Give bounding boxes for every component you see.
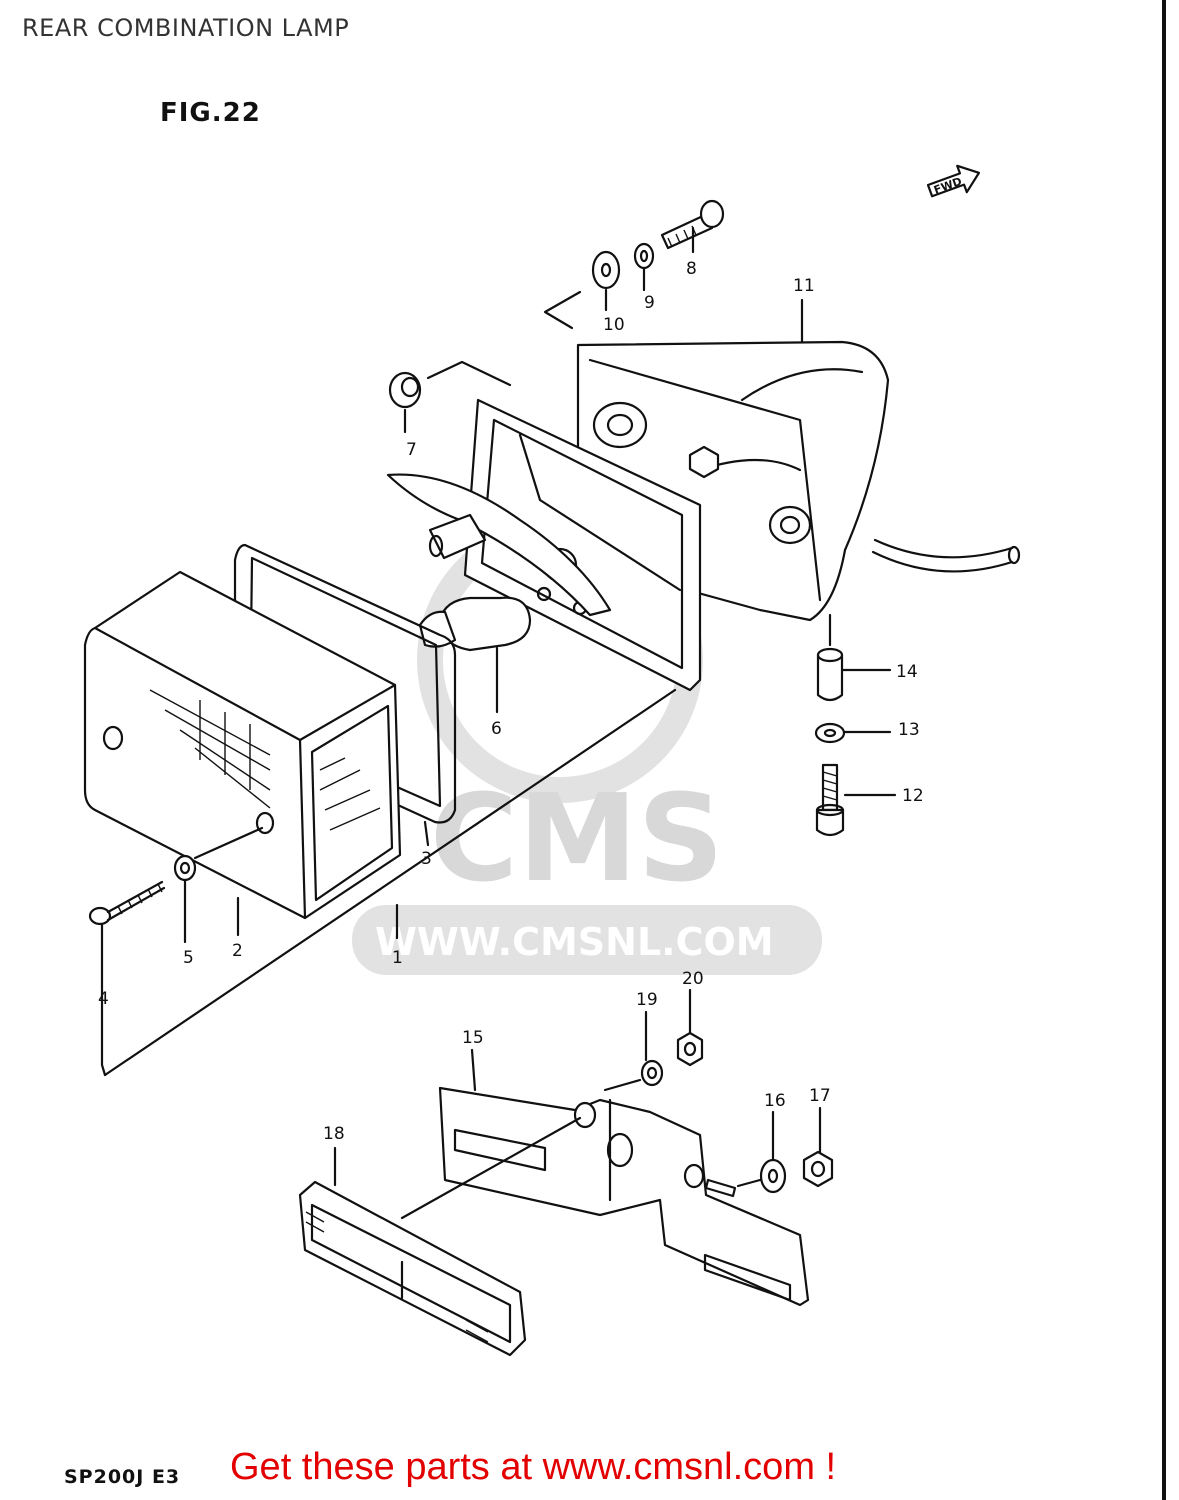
- part-5-washer: [173, 854, 197, 882]
- part-19-washer: [640, 1059, 664, 1087]
- part-9-washer: [633, 242, 655, 270]
- callout-12: 12: [902, 786, 924, 806]
- cms-watermark: CMS WWW.CMSNL.COM: [352, 517, 822, 975]
- callout-14: 14: [896, 662, 918, 682]
- callout-6: 6: [491, 719, 502, 739]
- callout-19: 19: [636, 990, 658, 1010]
- watermark-url: WWW.CMSNL.COM: [375, 920, 774, 964]
- callout-10: 10: [603, 315, 625, 335]
- part-13-washer: [814, 722, 846, 744]
- callout-3: 3: [421, 849, 432, 869]
- callout-8: 8: [686, 259, 697, 279]
- part-17-nut: [802, 1150, 834, 1188]
- part-10-washer: [591, 250, 621, 290]
- callout-4: 4: [98, 989, 109, 1009]
- callout-11: 11: [793, 276, 815, 296]
- bulb-socket-wire: [386, 473, 612, 617]
- part-15-bracket: [438, 1086, 810, 1307]
- fwd-label: FWD: [932, 175, 963, 197]
- callout-1: 1: [392, 948, 403, 968]
- figure-label: FIG.22: [160, 98, 261, 128]
- fwd-arrow-icon: FWD: [926, 164, 981, 198]
- part-20-nut: [676, 1031, 704, 1067]
- promo-link[interactable]: Get these parts at www.cmsnl.com !: [230, 1446, 837, 1488]
- part-8-bolt: [660, 199, 725, 250]
- callout-15: 15: [462, 1028, 484, 1048]
- leader-lines: [100, 226, 897, 1220]
- callout-labels: 1 2 3 4 5 6 7 8 9 10 11 12 13 14 15 16 1…: [98, 259, 924, 1144]
- part-12-bolt: [815, 763, 845, 837]
- callout-16: 16: [764, 1091, 786, 1111]
- part-4-screw: [88, 880, 166, 926]
- part-16-washer: [759, 1158, 787, 1194]
- part-18-reflector: [298, 1180, 527, 1357]
- callout-7: 7: [406, 440, 417, 460]
- callout-20: 20: [682, 969, 704, 989]
- mounting-bolt: [704, 1178, 737, 1198]
- page-title: REAR COMBINATION LAMP: [22, 14, 350, 42]
- page-edge-rule: [1162, 0, 1166, 1500]
- callout-18: 18: [323, 1124, 345, 1144]
- part-14-collar: [816, 647, 844, 702]
- model-code: SP200J E3: [64, 1466, 181, 1488]
- part-2-lens: [83, 570, 402, 920]
- callout-2: 2: [232, 941, 243, 961]
- part-6-bulb: [418, 596, 532, 652]
- callout-5: 5: [183, 948, 194, 968]
- callout-17: 17: [809, 1086, 831, 1106]
- callout-9: 9: [644, 293, 655, 313]
- watermark-brand: CMS: [430, 770, 724, 909]
- part-7-grommet: [388, 371, 422, 409]
- callout-13: 13: [898, 720, 920, 740]
